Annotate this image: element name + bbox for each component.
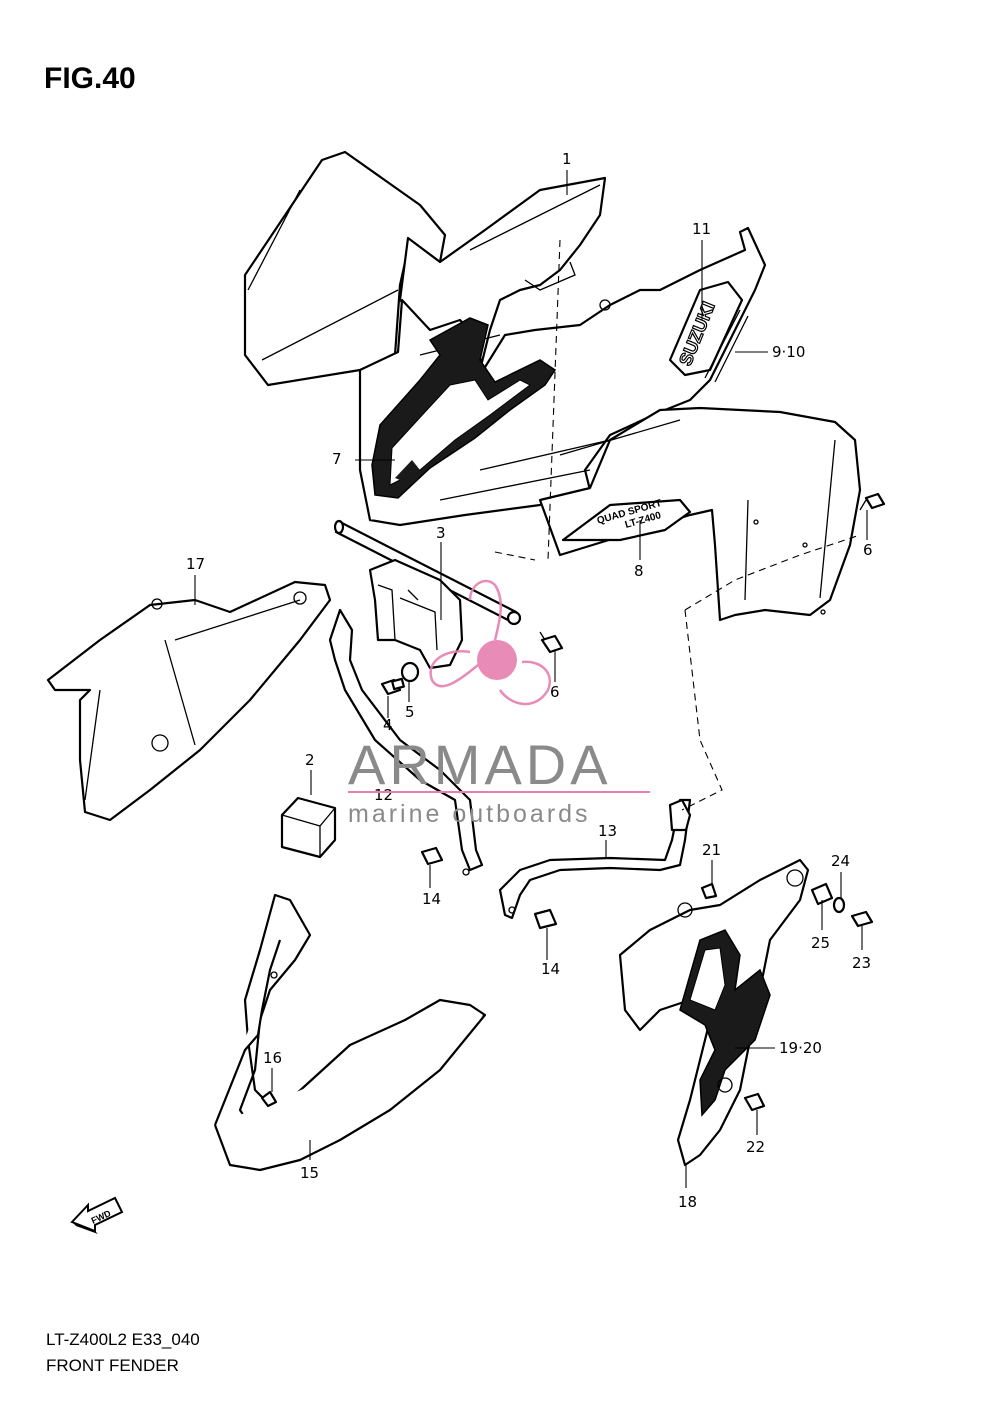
callout-19-20: 19·20 bbox=[779, 1039, 822, 1057]
callout-3: 3 bbox=[436, 524, 446, 542]
callout-21: 21 bbox=[702, 841, 721, 859]
callout-16: 16 bbox=[263, 1049, 282, 1067]
callout-14a: 14 bbox=[422, 890, 441, 908]
watermark-brand: ARMADA bbox=[348, 733, 612, 796]
part-side-panel-18 bbox=[618, 858, 810, 1167]
callout-23: 23 bbox=[852, 954, 871, 972]
part-bolt-14b bbox=[533, 908, 558, 930]
part-s-emblem-decal bbox=[371, 317, 557, 499]
callout-13: 13 bbox=[598, 822, 617, 840]
callout-1: 1 bbox=[562, 150, 572, 168]
part-nut-21 bbox=[700, 882, 718, 900]
callout-25: 25 bbox=[811, 934, 830, 952]
part-stay-12 bbox=[328, 608, 484, 876]
part-washer-24 bbox=[832, 896, 846, 914]
callout-11: 11 bbox=[692, 220, 711, 238]
part-front-fender bbox=[243, 150, 862, 622]
callout-24: 24 bbox=[831, 852, 850, 870]
callout-14b: 14 bbox=[541, 960, 560, 978]
part-lower-guard-15 bbox=[213, 893, 487, 1172]
callout-8: 8 bbox=[634, 562, 644, 580]
fwd-arrow-icon: FWD bbox=[70, 1196, 124, 1234]
callout-12: 12 bbox=[374, 786, 393, 804]
watermark-divider bbox=[348, 791, 650, 793]
part-bolt-14a bbox=[420, 846, 444, 866]
callout-18: 18 bbox=[678, 1193, 697, 1211]
callout-22: 22 bbox=[746, 1138, 765, 1156]
callout-2: 2 bbox=[305, 751, 315, 769]
callout-15: 15 bbox=[300, 1164, 319, 1182]
part-bolt-23 bbox=[850, 910, 874, 928]
part-screw-16 bbox=[260, 1090, 278, 1108]
part-cushion-5 bbox=[400, 661, 420, 683]
part-screw-6a bbox=[539, 631, 564, 654]
callout-9-10: 9·10 bbox=[772, 343, 805, 361]
figure-name: FRONT FENDER bbox=[46, 1356, 179, 1375]
callout-17: 17 bbox=[186, 555, 205, 573]
callout-5: 5 bbox=[405, 703, 415, 721]
model-code: LT-Z400L2 E33_040 bbox=[46, 1330, 200, 1349]
part-stay-13 bbox=[498, 798, 692, 920]
part-quad-sport-decal: QUAD SPORT LT-Z400 bbox=[561, 498, 692, 542]
part-collar-25 bbox=[810, 882, 834, 906]
part-screw-6b bbox=[859, 492, 886, 511]
watermark-tagline: marine outboards bbox=[348, 800, 591, 828]
part-side-panel-17 bbox=[46, 580, 332, 822]
part-bolt-22 bbox=[743, 1092, 766, 1112]
part-bolt-4 bbox=[380, 677, 405, 696]
callout-6b: 6 bbox=[863, 541, 873, 559]
callout-4: 4 bbox=[383, 716, 393, 734]
callout-6a: 6 bbox=[550, 683, 560, 701]
figure-title: FIG.40 bbox=[44, 62, 136, 95]
part-cushion-2 bbox=[280, 796, 337, 859]
watermark-propeller-icon bbox=[429, 579, 551, 706]
callout-7: 7 bbox=[332, 450, 342, 468]
